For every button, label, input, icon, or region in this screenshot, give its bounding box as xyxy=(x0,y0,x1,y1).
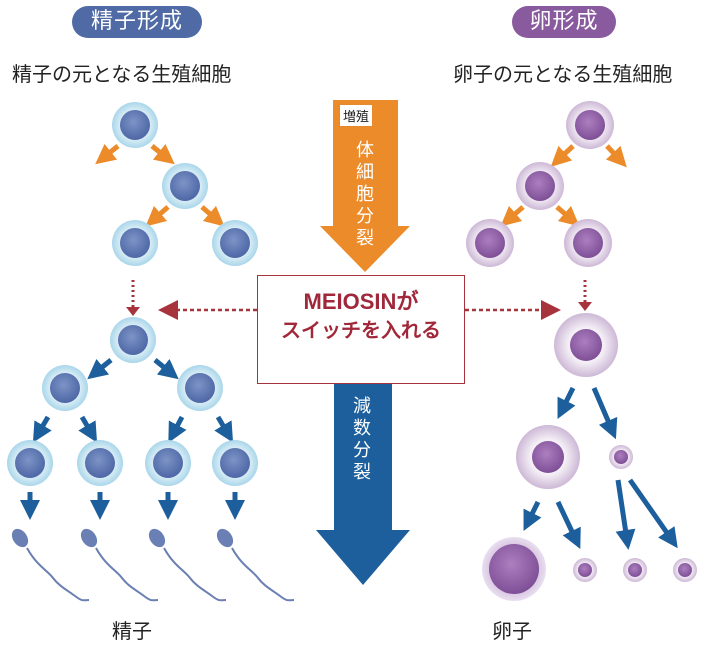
primary-oocyte-cell xyxy=(554,313,618,377)
spermatid-cell xyxy=(77,440,123,486)
spermatogonium-cell xyxy=(112,102,158,148)
meiosis-arrow-small xyxy=(523,500,542,531)
spermatogonium-cell xyxy=(162,163,208,209)
meiosis-arrow-small xyxy=(557,386,576,419)
meiosis-char: 数 xyxy=(353,418,371,439)
egg-label: 卵子 xyxy=(492,619,532,643)
mitosis-label: 体 細 胞 分 裂 xyxy=(352,140,378,250)
dotted-arrowhead-sperm xyxy=(126,307,140,316)
meiosis-arrow-small xyxy=(615,479,636,550)
mitosis-arrow-small xyxy=(605,144,627,168)
switch-box-line2: スイッチを入れる xyxy=(281,318,441,342)
oogonium-cell xyxy=(466,219,514,267)
mitosis-arrow-small xyxy=(145,205,170,227)
meiosis-char: 裂 xyxy=(353,462,371,483)
spermatogonium-cell xyxy=(112,220,158,266)
mitosis-arrow-small xyxy=(150,143,175,165)
oogonium-cell xyxy=(516,162,564,210)
polar-body-cell xyxy=(673,558,697,582)
primary-spermatocyte-cell xyxy=(110,317,156,363)
mitosis-char: 裂 xyxy=(356,228,374,249)
secondary-spermatocyte-cell xyxy=(42,365,88,411)
sperm-icon xyxy=(148,528,227,602)
polar-body-cell xyxy=(623,558,647,582)
mitosis-char: 体 xyxy=(356,140,374,161)
oogenesis-title: 卵形成 xyxy=(512,6,616,38)
sperm-source-label: 精子の元となる生殖細胞 xyxy=(12,62,232,86)
polar-body-cell xyxy=(609,445,633,469)
meiosis-arrow-small xyxy=(591,387,618,440)
switch-arrowhead-left xyxy=(158,300,178,320)
ovum-cell xyxy=(482,537,546,601)
meiosis-arrow-small xyxy=(214,415,234,443)
meiosis-arrow-small xyxy=(555,500,581,550)
meiosis-arrow-small xyxy=(32,415,52,443)
dotted-arrowhead-egg xyxy=(578,302,592,311)
meiosin-label: MEIOSIN xyxy=(303,289,397,314)
mitosis-char: 細 xyxy=(356,162,374,183)
spermatid-cell xyxy=(212,440,258,486)
secondary-oocyte-cell xyxy=(516,425,580,489)
spermatogonium-cell xyxy=(212,220,258,266)
secondary-spermatocyte-cell xyxy=(177,365,223,411)
meiosis-char: 分 xyxy=(353,440,371,461)
mitosis-arrow xyxy=(320,100,410,272)
mitosis-arrow-small xyxy=(95,143,120,165)
sperm-label: 精子 xyxy=(112,619,152,643)
oogonium-cell xyxy=(564,219,612,267)
meiosis-char: 減 xyxy=(353,396,371,417)
egg-source-label: 卵子の元となる生殖細胞 xyxy=(453,62,673,86)
meiosis-arrow xyxy=(316,384,410,585)
polar-body-cell xyxy=(573,558,597,582)
mitosis-char: 胞 xyxy=(356,184,374,205)
spermatid-cell xyxy=(145,440,191,486)
sperm-icon xyxy=(216,528,295,602)
switch-arrowhead-right xyxy=(541,300,561,320)
mitosis-arrow-small xyxy=(555,205,580,227)
meiosis-arrow-small xyxy=(168,415,187,443)
sperm-icon xyxy=(80,528,159,602)
meiosis-arrow-small xyxy=(87,358,113,380)
spermatid-cell xyxy=(7,440,53,486)
oogonium-cell xyxy=(566,101,614,149)
meiosin-switch-box: MEIOSINが スイッチを入れる xyxy=(257,275,465,384)
switch-box-line1: MEIOSINが xyxy=(258,284,464,316)
proliferation-tag: 増殖 xyxy=(339,104,374,127)
meiosis-arrow-small xyxy=(627,478,678,549)
meiosis-arrow-small xyxy=(78,415,98,443)
particle-label: が xyxy=(396,289,419,314)
mitosis-arrow-small xyxy=(500,205,525,227)
meiosis-arrow-small xyxy=(153,358,179,380)
mitosis-char: 分 xyxy=(356,206,374,227)
mitosis-arrow-small xyxy=(200,205,225,227)
spermatogenesis-title: 精子形成 xyxy=(72,6,202,38)
sperm-icon xyxy=(11,528,90,602)
mitosis-arrow-small xyxy=(550,144,575,167)
meiosis-label: 減 数 分 裂 xyxy=(349,396,375,484)
